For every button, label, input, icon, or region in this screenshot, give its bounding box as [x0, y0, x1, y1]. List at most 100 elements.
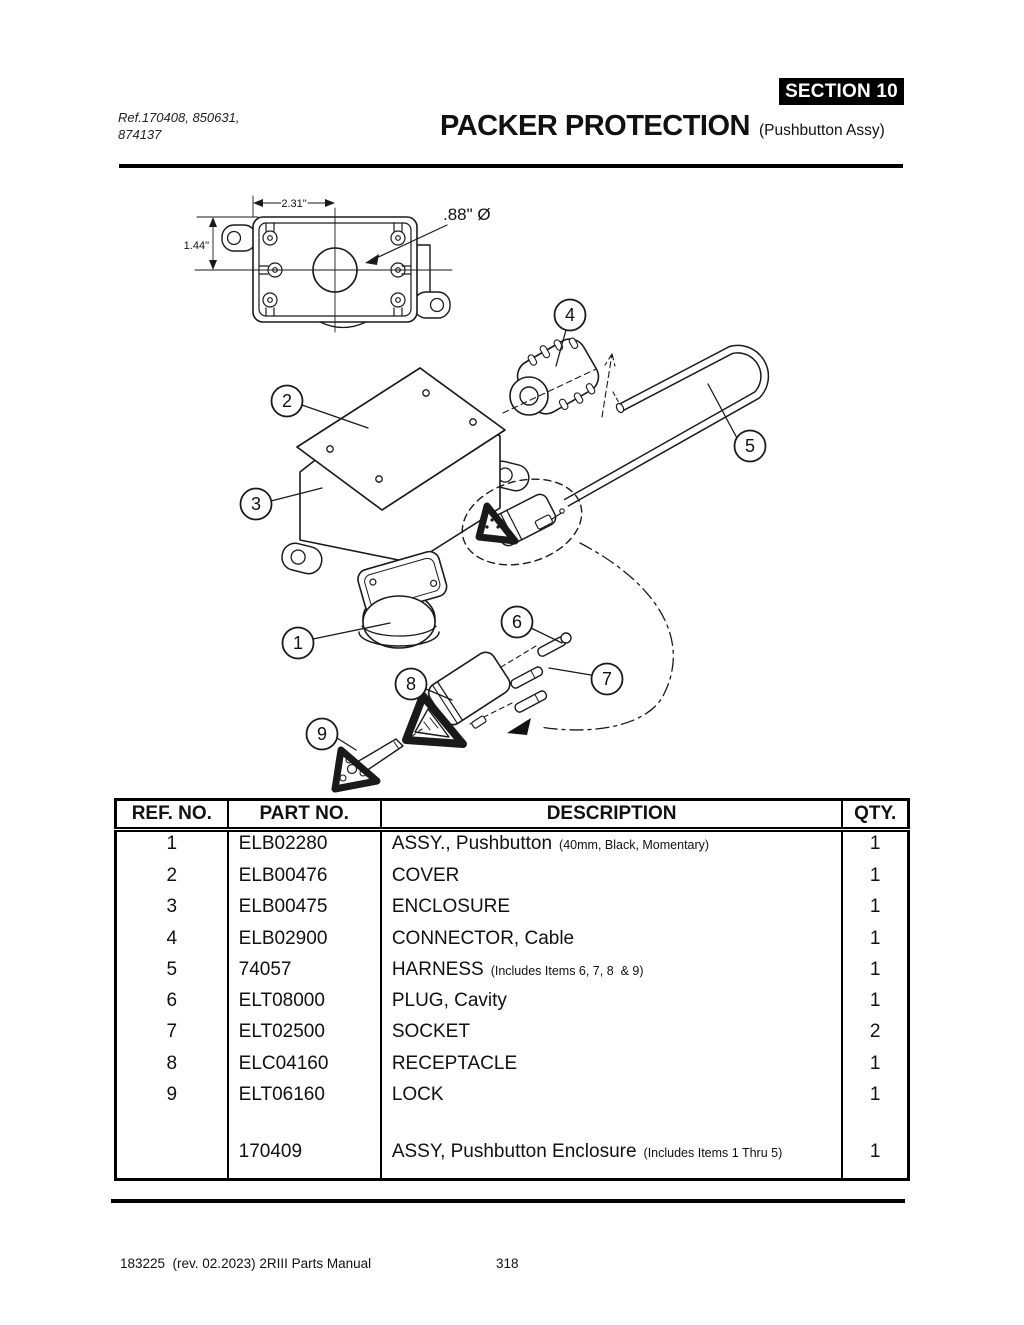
table-row: 170409 ASSY, Pushbutton Enclosure (Includ… [116, 1114, 909, 1178]
cell-ref: 1 [166, 833, 178, 854]
table-row: 8 ELC04160 RECEPTACLE 1 [116, 1051, 909, 1084]
callout-5-label: 5 [745, 436, 755, 456]
cell-part: ELT02500 [226, 1020, 381, 1052]
callout-7: 7 [590, 662, 624, 696]
cell-part: ELB02900 [226, 926, 381, 958]
dimension-height-label: 1.44" [184, 240, 209, 252]
cell-ref: 4 [166, 927, 178, 949]
callout-1: 1 [281, 626, 315, 660]
cell-qty: 1 [841, 989, 909, 1021]
cell-part: ELT06160 [226, 1083, 381, 1115]
parts-table-body: 1 ELB02280 ASSY., Pushbutton (40mm, Black… [116, 829, 909, 1178]
cell-part: 74057 [226, 957, 381, 990]
cell-qty: 1 [841, 829, 909, 864]
cell-part: ELB00476 [226, 863, 381, 896]
desc-note: (Includes Items 6, 7, 8 & 9) [490, 963, 644, 978]
desc-main: ASSY., Pushbutton [391, 833, 553, 854]
callout-5: 5 [733, 429, 767, 463]
callout-6: 6 [500, 605, 534, 639]
table-row: 1 ELB02280 ASSY., Pushbutton (40mm, Black… [116, 829, 909, 864]
desc-main: CONNECTOR, Cable [391, 927, 575, 949]
cell-ref: 2 [166, 864, 178, 886]
footer-rule [111, 1199, 905, 1203]
callout-leaders [270, 329, 739, 751]
callout-4-label: 4 [565, 305, 575, 325]
table-row: 7 ELT02500 SOCKET 2 [116, 1020, 909, 1052]
routing-curve [539, 542, 674, 731]
page-subtitle: (Pushbutton Assy) [758, 122, 885, 139]
cell-qty: 1 [841, 895, 909, 927]
parts-table: REF. NO. PART NO. DESCRIPTION QTY. 1 ELB… [114, 798, 910, 1181]
cell-qty: 1 [841, 1051, 909, 1084]
desc-main: ENCLOSURE [391, 896, 511, 918]
desc-main: RECEPTACLE [391, 1052, 518, 1074]
plug-drawing [537, 632, 572, 657]
harness-drawing [563, 344, 770, 507]
lock-drawing [331, 728, 423, 793]
desc-note: (Includes Items 1 Thru 5) [643, 1146, 783, 1161]
cell-qty: 2 [841, 1020, 909, 1052]
reference-numbers: Ref.170408, 850631, 874137 [118, 109, 239, 143]
desc-note: (40mm, Black, Momentary) [559, 838, 710, 852]
header-rule [119, 164, 903, 168]
callout-6-label: 6 [512, 612, 522, 632]
cell-part: ELB00475 [226, 895, 381, 927]
cell-ref: 3 [166, 896, 178, 918]
header-qty: QTY. [841, 799, 909, 832]
callout-8-label: 8 [406, 674, 416, 694]
callout-2-label: 2 [282, 391, 292, 411]
header-ref-no: REF. NO. [115, 799, 228, 832]
cell-ref [116, 1114, 228, 1177]
footer-page-number: 318 [496, 1256, 519, 1271]
cell-ref: 9 [166, 1084, 178, 1106]
desc-main: ASSY, Pushbutton Enclosure [391, 1141, 637, 1163]
cell-ref: 8 [166, 1052, 178, 1074]
header-description: DESCRIPTION [379, 799, 843, 832]
exploded-view-diagram: 2.31" 1.44" .88" Ø [184, 195, 770, 793]
inspection-ellipse [461, 478, 583, 566]
callout-1-label: 1 [293, 633, 303, 653]
callout-9: 9 [305, 717, 339, 751]
receptacle-drawing [402, 651, 511, 748]
dimension-height: 1.44" [184, 216, 259, 270]
cover-drawing [296, 367, 506, 511]
callout-3-label: 3 [251, 494, 261, 514]
header-part-no: PART NO. [226, 799, 381, 832]
section-badge: SECTION 10 [779, 78, 904, 105]
dimension-width-label: 2.31" [281, 198, 306, 210]
reference-line-2: 874137 [118, 127, 162, 142]
cell-part: 170409 [226, 1114, 381, 1178]
callout-3: 3 [239, 487, 273, 521]
table-row: 6 ELT08000 PLUG, Cavity 1 [116, 989, 909, 1021]
cell-qty: 1 [841, 926, 909, 958]
callout-7-label: 7 [602, 669, 612, 689]
dimension-width: 2.31" [252, 195, 335, 217]
cell-qty: 1 [841, 863, 909, 896]
cell-part: ELT08000 [226, 989, 381, 1021]
cell-ref: 7 [166, 1021, 178, 1043]
cell-qty: 1 [841, 957, 909, 990]
reference-line-1: Ref.170408, 850631, [118, 110, 240, 125]
page-title: PACKER PROTECTION [440, 110, 750, 142]
table-row: 2 ELB00476 COVER 1 [116, 863, 909, 896]
table-row: 5 74057 HARNESS(Includes Items 6, 7, 8 &… [116, 957, 909, 990]
direction-arrowhead [507, 718, 531, 735]
cell-ref: 5 [166, 958, 178, 980]
cell-part: ELC04160 [226, 1051, 381, 1084]
cell-ref: 6 [166, 990, 178, 1012]
callout-4: 4 [553, 298, 587, 332]
cell-qty: 1 [841, 1083, 909, 1115]
desc-main: PLUG, Cavity [391, 990, 507, 1012]
harness-connector-drawing [461, 478, 583, 566]
callout-9-label: 9 [317, 724, 327, 744]
connector-drawing [502, 337, 620, 418]
table-header-row: REF. NO. PART NO. DESCRIPTION QTY. [115, 799, 909, 832]
callout-2: 2 [270, 384, 304, 418]
pushbutton-drawing [357, 550, 448, 649]
table-row: 3 ELB00475 ENCLOSURE 1 [116, 895, 909, 927]
footer-manual-info: 183225 (rev. 02.2023) 2RIII Parts Manual [120, 1256, 372, 1271]
cell-part: ELB02280 [226, 829, 381, 864]
cell-qty: 1 [841, 1114, 909, 1178]
table-row: 9 ELT06160 LOCK 1 [116, 1083, 909, 1115]
